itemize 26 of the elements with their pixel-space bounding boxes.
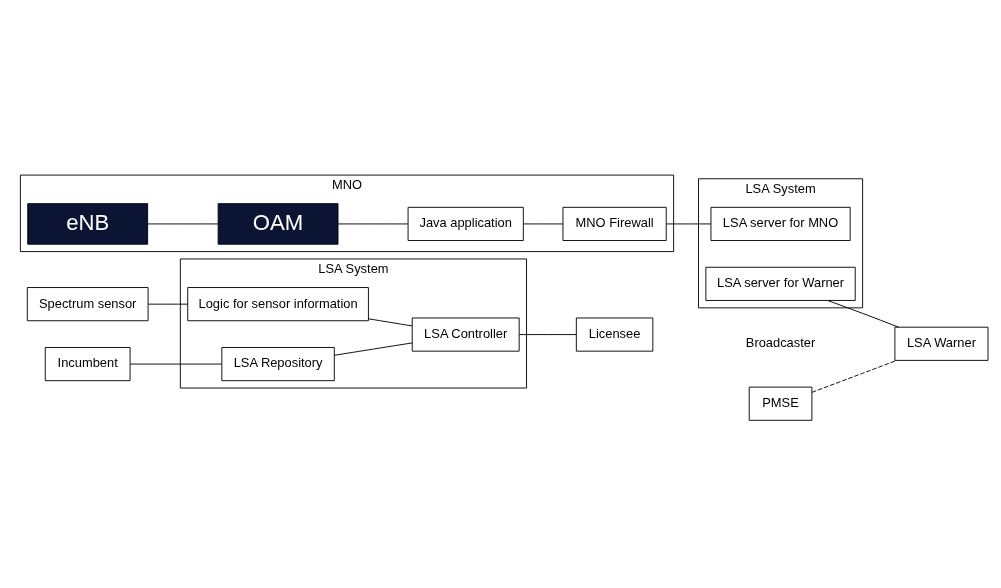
node-box: MNO Firewall <box>562 206 667 241</box>
node-box: eNB <box>27 203 149 245</box>
node-box: LSA server for MNO <box>710 206 851 241</box>
connector <box>523 223 564 225</box>
connector <box>129 363 223 365</box>
connector <box>334 342 413 356</box>
node-box: Incumbent <box>44 347 131 382</box>
node-box: OAM <box>217 203 339 245</box>
node-box: LSA Controller <box>411 317 520 352</box>
connector <box>666 223 712 225</box>
connector <box>827 300 899 328</box>
connector <box>147 303 189 305</box>
connector <box>147 223 219 225</box>
node-box: LSA Warner <box>894 326 989 361</box>
node-box: Licensee <box>575 317 654 352</box>
connector <box>811 360 897 393</box>
node-box: Java application <box>407 206 524 241</box>
node-box: Spectrum sensor <box>26 287 149 322</box>
connector <box>368 318 413 327</box>
node-box: Logic for sensor information <box>187 287 369 322</box>
node-box: PMSE <box>748 386 813 421</box>
node-box: LSA Repository <box>221 347 335 382</box>
node-box: LSA server for Warner <box>705 266 856 301</box>
connector <box>337 223 409 225</box>
label: Broadcaster <box>745 335 816 351</box>
connector <box>518 334 577 336</box>
